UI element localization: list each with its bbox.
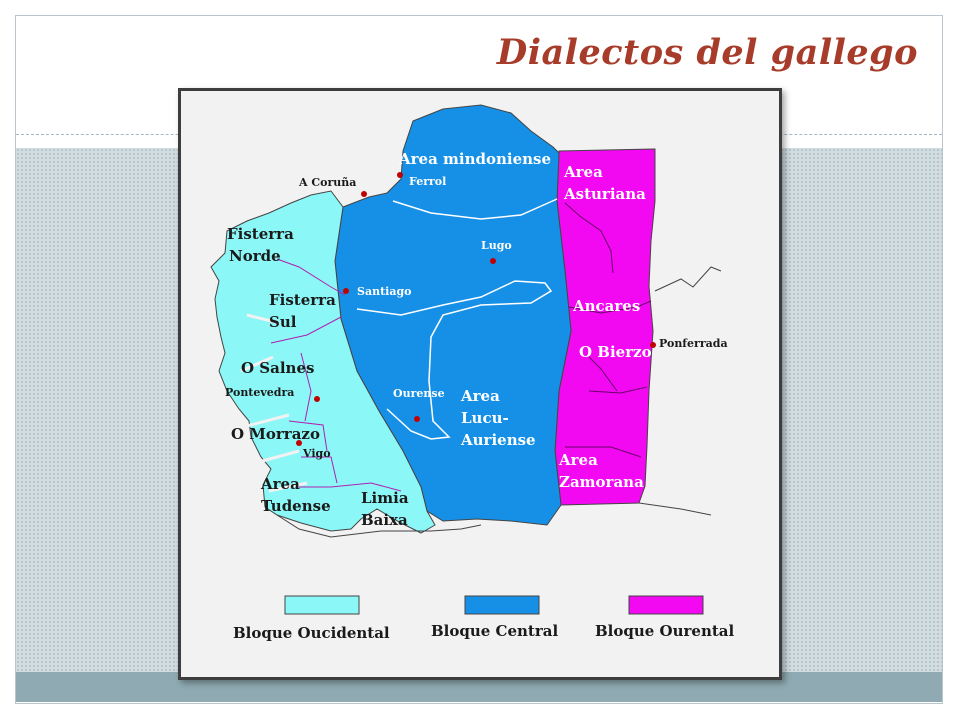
label-fisterra-norde-1: Fisterra [227,225,294,243]
city-dot-vigo [296,440,302,446]
label-fisterra-sul-2: Sul [269,313,297,331]
label-city-lugo: Lugo [481,239,512,252]
legend-swatch-ourental [628,595,704,615]
city-dot-ourense [414,416,420,422]
label-area-mindoniense: Area mindoniense [398,150,551,168]
city-dot-santiago [343,288,349,294]
label-area-tudense-2: Tudense [261,497,331,515]
label-limia-baixa-2: Baixa [361,511,408,529]
label-area-zamorana-2: Zamorana [559,473,644,491]
slide-title: Dialectos del gallego [496,32,918,73]
legend-label-central: Bloque Central [431,622,558,640]
region-bloque-oucidental [210,190,436,534]
label-lucu-3: Auriense [460,431,536,449]
subarea-lines-ourental [564,202,652,458]
legend-label-ourental: Bloque Ourental [595,622,735,640]
label-city-pontevedra: Pontevedra [225,386,294,399]
label-area-zamorana-1: Area [558,451,598,469]
label-city-ponferrada: Ponferrada [659,337,728,350]
label-ancares: Ancares [572,297,640,315]
legend-label-oucidental: Bloque Oucidental [233,624,390,642]
label-area-asturiana-1: Area [563,163,603,181]
slide-frame [15,15,943,704]
subarea-lines-central [356,198,558,440]
label-city-ferrol: Ferrol [409,175,446,188]
label-fisterra-norde-2: Norde [229,247,281,265]
label-o-salnes: O Salnes [241,359,314,377]
region-bloque-central [334,104,572,526]
city-dot-ferrol [397,172,403,178]
label-area-tudense-1: Area [260,475,300,493]
map-canvas: Area mindoniense Area Asturiana Fisterra… [181,91,779,677]
legend-swatch-central [464,595,540,615]
label-lucu-2: Lucu- [461,409,509,427]
dialect-map: Area mindoniense Area Asturiana Fisterra… [178,88,782,680]
label-lucu-1: Area [460,387,500,405]
city-dot-pontevedra [314,396,320,402]
city-dot-a-coruna [361,191,367,197]
subarea-lines-oucidental [270,258,402,492]
label-city-santiago: Santiago [357,285,411,298]
label-city-vigo: Vigo [302,447,331,460]
ria-lines [240,313,308,493]
label-city-ourense: Ourense [393,387,445,400]
label-limia-baixa-1: Limia [361,489,409,507]
legend-swatch-oucidental [284,595,360,615]
border-lines [276,266,722,538]
label-fisterra-sul-1: Fisterra [269,291,336,309]
label-city-a-coruna: A Coruña [298,176,356,189]
label-o-bierzo: O Bierzo [579,343,652,361]
label-area-asturiana-2: Asturiana [563,185,646,203]
city-dot-lugo [490,258,496,264]
label-o-morrazo: O Morrazo [231,425,320,443]
city-dot-ponferrada [650,342,656,348]
